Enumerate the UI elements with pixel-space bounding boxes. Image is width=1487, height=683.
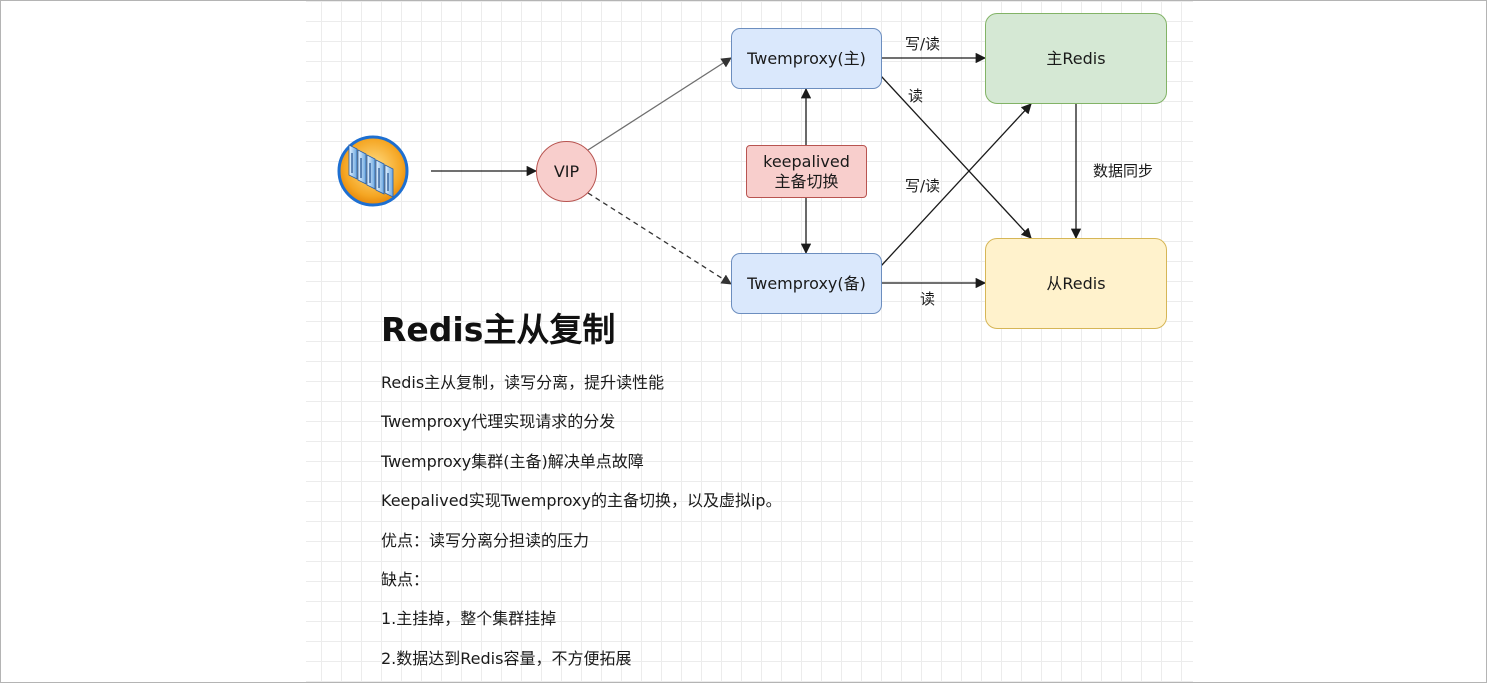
note-line: Twemproxy集群(主备)解决单点故障 (381, 451, 644, 471)
redis-slave-node: 从Redis (985, 238, 1167, 329)
edge-proxy-master-redis-slave (880, 75, 1032, 239)
keepalived-label-line1: keepalived (763, 152, 850, 172)
edge-label-backup-write-read: 写/读 (905, 177, 941, 195)
document-title: Redis主从复制 (381, 310, 616, 349)
edge-vip-proxy-backup (587, 192, 732, 285)
vip-label: VIP (553, 161, 580, 181)
edge-label-data-sync: 数据同步 (1093, 162, 1154, 180)
notes-list: Redis主从复制，读写分离，提升读性能 Twemproxy代理实现请求的分发 … (381, 371, 782, 682)
twemproxy-backup-node: Twemproxy(备) (731, 253, 882, 314)
twemproxy-master-node: Twemproxy(主) (731, 28, 882, 89)
note-line: Keepalived实现Twemproxy的主备切换，以及虚拟ip。 (381, 491, 782, 511)
keepalived-node: keepalived 主备切换 (746, 145, 867, 198)
note-line: Redis主从复制，读写分离，提升读性能 (381, 373, 665, 392)
twemproxy-backup-label: Twemproxy(备) (747, 273, 866, 293)
redis-master-label: 主Redis (1046, 48, 1106, 68)
grid-background (306, 1, 1193, 682)
vip-node: VIP (536, 141, 597, 202)
edge-label-backup-read: 读 (920, 290, 936, 308)
edge-proxy-backup-redis-master (880, 103, 1032, 267)
note-line: Twemproxy代理实现请求的分发 (381, 412, 616, 432)
twemproxy-master-label: Twemproxy(主) (747, 48, 866, 68)
note-line: 优点：读写分离分担读的压力 (381, 530, 590, 550)
redis-master-node: 主Redis (985, 13, 1167, 104)
edge-label-master-write-read: 写/读 (905, 35, 941, 53)
edge-label-master-read: 读 (908, 87, 924, 105)
server-cluster-icon (337, 135, 409, 207)
note-line: 1.主挂掉，整个集群挂掉 (381, 609, 557, 629)
note-line: 缺点： (381, 569, 430, 589)
edge-vip-proxy-master (587, 57, 732, 151)
keepalived-label-line2: 主备切换 (774, 171, 839, 191)
note-line: 2.数据达到Redis容量，不方便拓展 (381, 648, 632, 668)
redis-slave-label: 从Redis (1046, 273, 1106, 293)
